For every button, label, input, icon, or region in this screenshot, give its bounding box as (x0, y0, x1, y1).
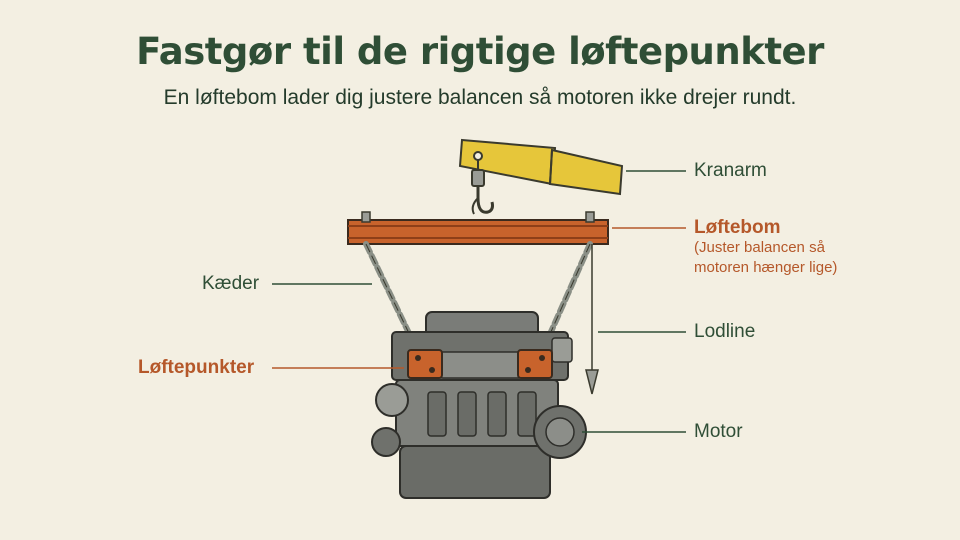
label-kranarm: Kranarm (694, 160, 767, 181)
label-loftepunkter: Løftepunkter (138, 357, 255, 378)
page-subtitle: En løftebom lader dig justere balancen s… (163, 86, 797, 109)
label-motor: Motor (694, 421, 743, 442)
label-loftebom-note-2: motoren hænger lige) (694, 259, 838, 276)
label-lodline: Lodline (694, 321, 756, 342)
label-loftebom: Løftebom (694, 217, 781, 238)
crane-hook (471, 160, 494, 215)
lifting-point-left (407, 349, 443, 379)
page-title: Fastgør til de rigtige løftepunkter (136, 30, 824, 73)
crane-arm (458, 138, 624, 196)
label-loftebom-note-1: (Juster balancen så (694, 239, 825, 256)
lifting-point-right (517, 349, 553, 379)
label-kaeder: Kæder (202, 273, 260, 294)
plumb-line (585, 244, 599, 395)
engine (371, 311, 587, 499)
lifting-beam (347, 211, 609, 245)
